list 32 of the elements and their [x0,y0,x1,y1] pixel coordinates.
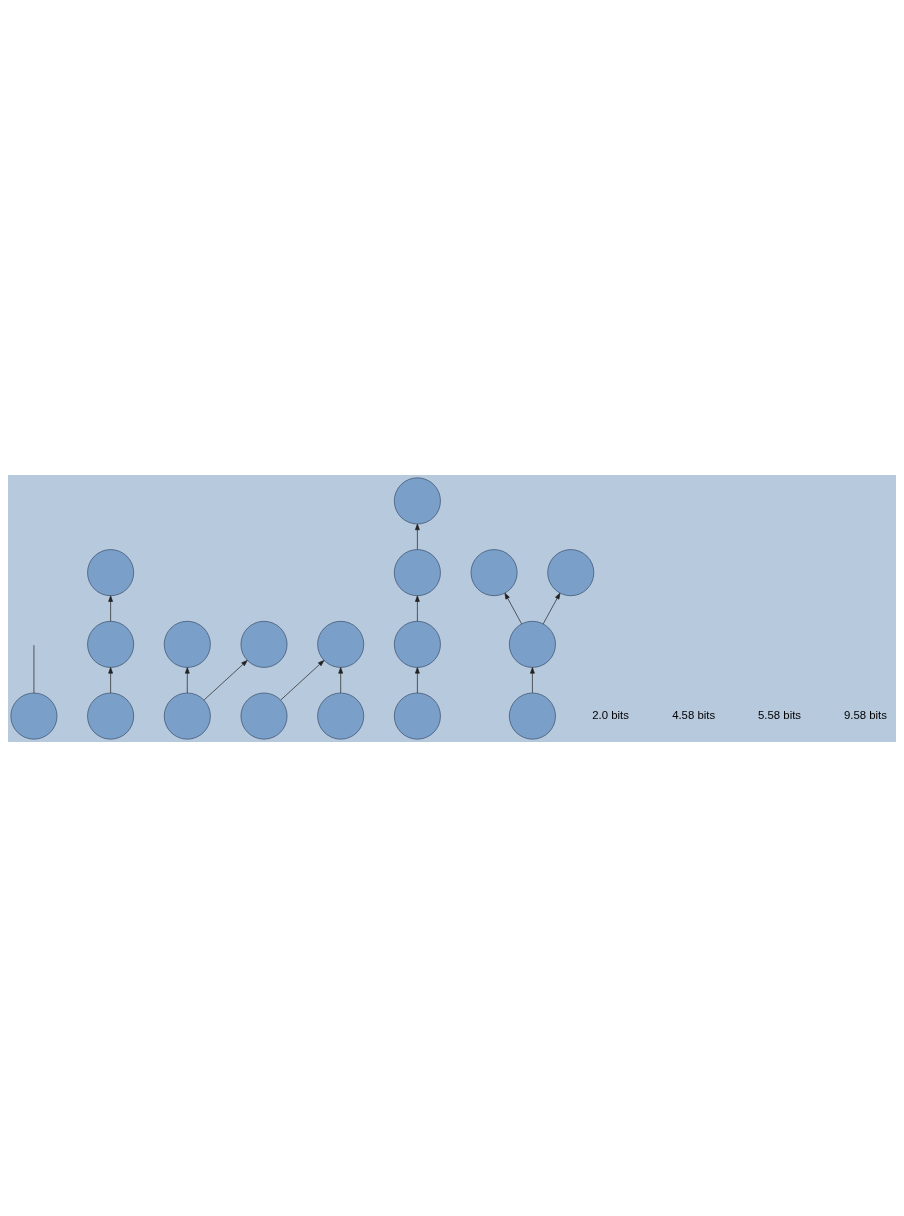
label: 9.58 bits [843,708,887,721]
arrow [542,592,561,624]
node-circle [87,620,135,668]
node-circle [509,620,556,668]
arrow [415,666,420,693]
node-circle [317,692,365,739]
node-circle [87,692,135,739]
node-circle [240,692,288,739]
label: 4.58 bits [672,708,716,721]
node-circle [163,620,211,668]
node-circle [87,548,135,596]
arrow [415,594,420,622]
node-circle [393,620,441,668]
node-circle [393,548,441,596]
node-circle [10,692,58,739]
node-circle [509,692,556,739]
node-circle [547,548,595,596]
arrow [108,594,113,622]
arrow [338,666,344,693]
node-circle [163,692,211,739]
arrow [184,666,190,693]
arrow [415,523,420,550]
arrow [203,659,248,700]
arrow [280,659,325,700]
arrow [504,592,522,624]
label: 2.0 bits [592,708,629,721]
arrow [530,666,535,693]
node-circle [393,477,441,524]
node-circle [393,692,441,739]
arrow [108,666,113,693]
label: 5.58 bits [758,708,802,721]
node-circle [470,548,518,596]
